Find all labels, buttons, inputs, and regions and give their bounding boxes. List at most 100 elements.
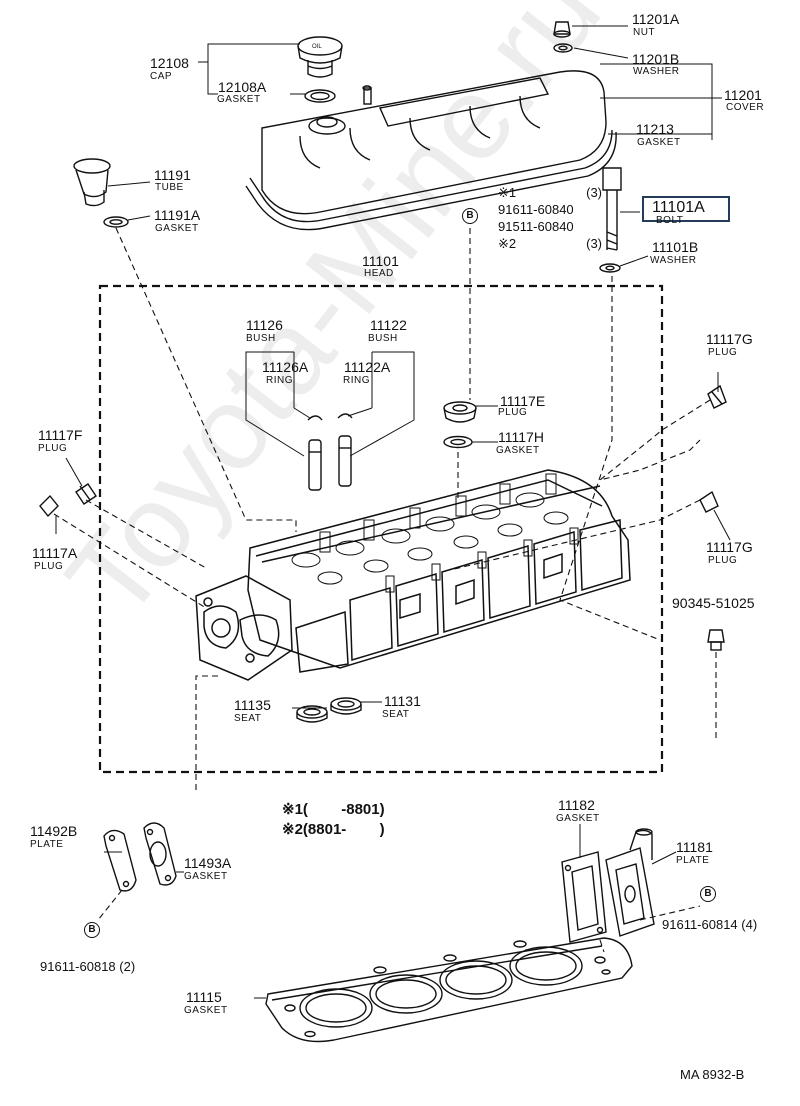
part-label-ring-11126a: RING [266, 375, 293, 386]
note-2-range: (8801- ) [302, 821, 385, 838]
part-number-11101a: 11101A [652, 199, 705, 216]
part-number-11115: 11115 [186, 989, 222, 1005]
note-2: ※2(8801- ) [282, 822, 385, 838]
part-label-ring-11122a: RING [343, 375, 370, 386]
alt-qty-2: (3) [586, 236, 602, 251]
part-label-gasket-11191a: GASKET [155, 223, 199, 234]
part-number-11201a: 11201A [632, 11, 680, 27]
bush-11126 [308, 439, 322, 491]
note-1-mark: ※1 [282, 801, 303, 818]
part-number-11182: 11182 [558, 797, 595, 813]
part-number-91611-60818-code: 91611-60818 [40, 959, 116, 974]
part-label-cap: CAP [150, 71, 173, 82]
plate-11492b [103, 829, 137, 892]
plug-11117g-lower [699, 490, 719, 513]
part-number-11101: 11101 [362, 253, 399, 269]
part-label-plug-11117g-upper: PLUG [708, 347, 738, 358]
part-number-11117h: 11117H [498, 429, 544, 445]
part-number-11117e: 11117E [500, 393, 546, 409]
part-number-11117f: 11117F [38, 427, 83, 443]
part-label-seat-11135: SEAT [234, 713, 262, 724]
part-label-gasket-11213: GASKET [637, 137, 681, 148]
part-label-gasket-11115: GASKET [184, 1005, 228, 1016]
plate-11181 [605, 828, 655, 937]
part-label-plug-11117e: PLUG [498, 407, 528, 418]
union-90345 [707, 629, 725, 651]
tube [73, 158, 111, 207]
alignment-lines [53, 227, 717, 953]
part-number-11493a: 11493A [184, 855, 232, 871]
part-number-11191a: 11191A [154, 207, 201, 223]
part-number-11122: 11122 [370, 317, 407, 333]
gasket-11117h [443, 435, 473, 449]
head-gasket [265, 937, 633, 1043]
b-mark-bolt: B [462, 208, 478, 224]
part-number-91611-60814-code: 91611-60814 [662, 917, 738, 932]
bush-11122 [338, 435, 352, 487]
part-number-12108a: 12108A [218, 79, 267, 95]
cylinder-head [195, 469, 631, 681]
part-label-gasket-12108a: GASKET [217, 94, 261, 105]
diagram-code: MA 8932-B [680, 1067, 745, 1082]
part-number-90345-51025: 90345-51025 [672, 595, 755, 611]
alt-part-91611-60840: 91611-60840 [498, 202, 574, 217]
part-number-91611-60818: 91611-60818 (2) [40, 960, 135, 974]
head-assembly-frame [98, 284, 664, 774]
part-number-11117a: 11117A [32, 545, 78, 561]
valve-cover [245, 70, 617, 231]
note-1-range: ( -8801) [302, 801, 385, 818]
part-label-plug-11117g-lower: PLUG [708, 555, 738, 566]
cover-nut [553, 21, 571, 38]
part-number-11126: 11126 [246, 317, 283, 333]
valve-seat-11135 [296, 705, 328, 723]
part-label-bush-11126: BUSH [246, 333, 276, 344]
note-2-mark: ※2 [282, 821, 303, 838]
oil-filler-opening [308, 116, 346, 135]
part-label-plate-11181: PLATE [676, 855, 710, 866]
part-number-11201: 11201 [724, 87, 762, 103]
part-number-11191: 11191 [154, 167, 191, 183]
alt-part-91511-60840: 91511-60840 [498, 219, 574, 234]
part-number-11213: 11213 [636, 121, 674, 137]
tube-gasket [103, 216, 129, 228]
part-number-11201b: 11201B [632, 51, 680, 67]
gasket-11493a [143, 822, 177, 886]
part-label-bolt: BOLT [656, 215, 684, 226]
ring-11122a [337, 413, 353, 419]
oil-filler-cap: OIL [297, 36, 343, 78]
plug-11117a [39, 494, 59, 518]
part-number-11181: 11181 [676, 839, 713, 855]
alt-mark-1: ※1 [498, 185, 517, 200]
part-label-gasket-11493a: GASKET [184, 871, 228, 882]
part-label-tube: TUBE [155, 182, 184, 193]
part-number-11492b: 11492B [30, 823, 78, 839]
head-bolt [602, 167, 622, 251]
cap-gasket [304, 89, 336, 103]
part-label-gasket-11117h: GASKET [496, 445, 540, 456]
svg-text:OIL: OIL [312, 44, 322, 50]
head-bolt-washer [599, 263, 621, 273]
part-label-nut: NUT [633, 27, 656, 38]
part-label-bush-11122: BUSH [368, 333, 398, 344]
part-number-11135: 11135 [234, 697, 271, 713]
gasket-11182 [561, 851, 607, 943]
part-label-plug-11117f: PLUG [38, 443, 68, 454]
valve-seat-11131 [330, 697, 362, 715]
part-number-11131: 11131 [384, 693, 421, 709]
ring-11126a [307, 415, 323, 421]
b-mark-rear: B [700, 886, 716, 902]
part-number-12108: 12108 [150, 55, 189, 71]
part-number-11117g-lower: 11117G [706, 539, 753, 555]
part-label-cover: COVER [726, 102, 765, 113]
part-label-gasket-11182: GASKET [556, 813, 600, 824]
b-mark-front: B [84, 922, 100, 938]
alt-qty-1: (3) [586, 185, 602, 200]
alt-mark-2: ※2 [498, 236, 517, 251]
cover-washer [553, 43, 573, 53]
part-number-11117g-upper: 11117G [706, 331, 753, 347]
breather-tube [362, 85, 372, 105]
plug-11117e [443, 401, 477, 423]
part-label-head: HEAD [364, 268, 394, 279]
highlighted-part-box[interactable] [642, 196, 730, 222]
